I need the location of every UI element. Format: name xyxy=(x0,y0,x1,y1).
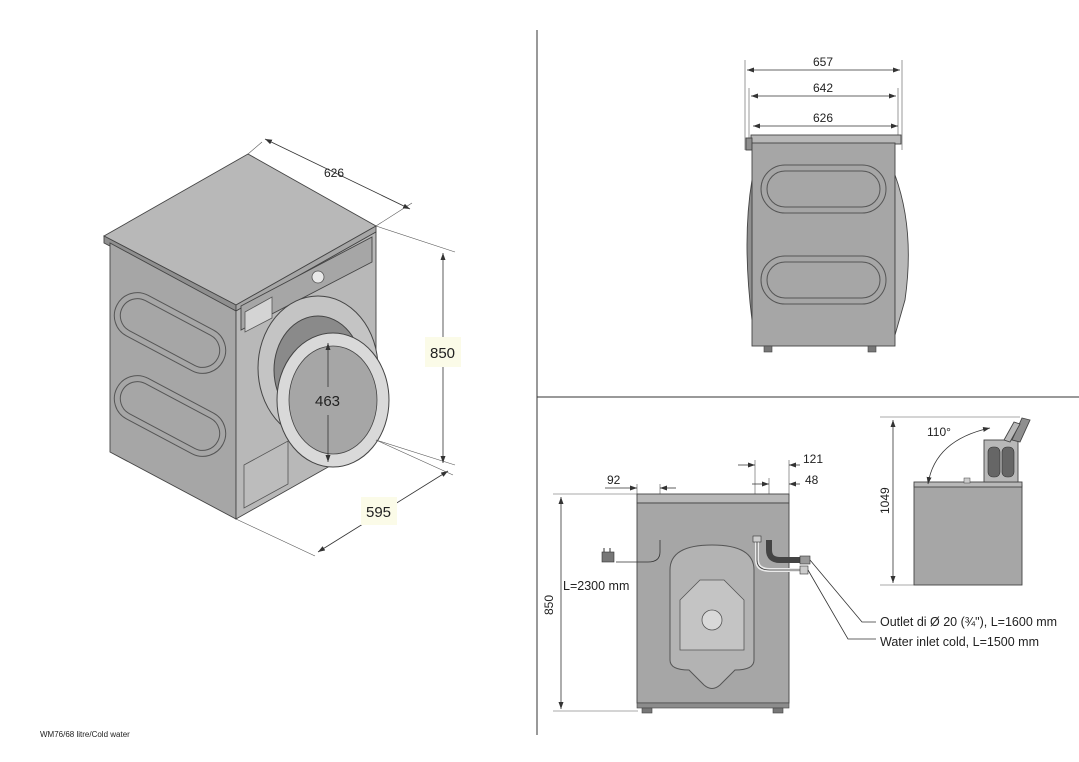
rear-height-label: 850 xyxy=(542,595,556,615)
lid-open-view xyxy=(880,416,1031,586)
iso-height-label: 850 xyxy=(430,345,455,362)
lid-view-body xyxy=(913,484,1023,586)
iso-height-label-bg xyxy=(425,337,461,367)
side-dim-low: 626 xyxy=(813,111,833,125)
outlet-hose xyxy=(766,540,800,563)
side-body xyxy=(751,142,896,347)
model-caption: WM76/68 litre/Cold water xyxy=(40,730,130,739)
side-dim-top: 657 xyxy=(813,55,833,69)
isometric-view xyxy=(103,138,456,557)
program-knob-icon xyxy=(311,270,325,284)
rear-view xyxy=(553,460,876,714)
rear-offset-right-outer: 121 xyxy=(803,452,823,466)
iso-width-label: 595 xyxy=(366,504,391,521)
outlet-hose-note: Outlet di Ø 20 (¾"), L=1600 mm xyxy=(880,615,1057,629)
side-dim-mid: 642 xyxy=(813,81,833,95)
iso-door-label: 463 xyxy=(315,393,340,410)
power-plug-icon xyxy=(601,551,615,563)
lid-angle-label: 110° xyxy=(927,425,951,439)
lid-height-label: 1049 xyxy=(878,487,892,514)
rear-offset-right-inner: 48 xyxy=(805,473,819,487)
side-view xyxy=(744,60,909,353)
cable-length-note: L=2300 mm xyxy=(563,579,629,593)
inlet-hose-note: Water inlet cold, L=1500 mm xyxy=(880,635,1039,649)
iso-depth-label: 626 xyxy=(324,166,344,180)
rear-offset-left: 92 xyxy=(607,473,621,487)
